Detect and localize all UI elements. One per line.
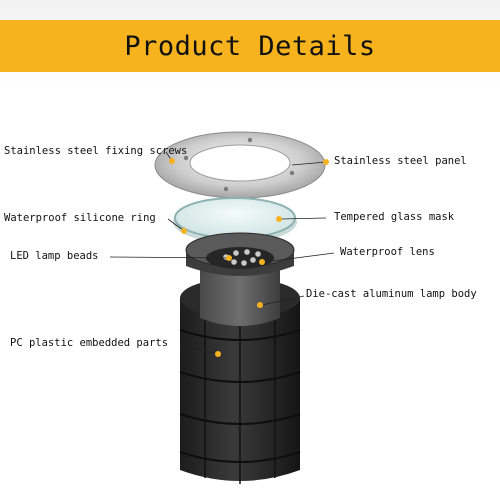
label-silicone-ring: Waterproof silicone ring <box>4 212 156 224</box>
callout-dot <box>181 228 187 234</box>
page-title: Product Details <box>124 30 376 62</box>
label-embedded-parts: PC plastic embedded parts <box>10 337 169 349</box>
callout-dot <box>323 159 329 165</box>
label-fixing-screws: Stainless steel fixing screws <box>4 145 188 157</box>
callout-dot <box>259 259 265 265</box>
label-led-beads: LED lamp beads <box>10 250 99 262</box>
label-glass-mask: Tempered glass mask <box>334 211 455 223</box>
screw-hole <box>247 137 253 143</box>
led-beads <box>223 249 261 266</box>
screw-hole <box>289 170 295 176</box>
leader-lines <box>109 151 335 355</box>
callout-dot <box>215 351 221 357</box>
callout-dot <box>169 158 175 164</box>
aluminum-lamp-body <box>185 232 295 326</box>
callout-dot <box>257 302 263 308</box>
screw-hole <box>183 155 189 161</box>
title-banner: Product Details <box>0 20 500 72</box>
screw-hole <box>223 186 229 192</box>
callout-dot <box>276 216 282 222</box>
label-steel-panel: Stainless steel panel <box>334 155 467 167</box>
label-lamp-body: Die-cast aluminum lamp body <box>306 288 477 300</box>
callout-dots <box>169 158 329 357</box>
callout-dot <box>226 255 232 261</box>
steel-panel <box>154 131 326 199</box>
label-waterproof-lens: Waterproof lens <box>340 246 435 258</box>
